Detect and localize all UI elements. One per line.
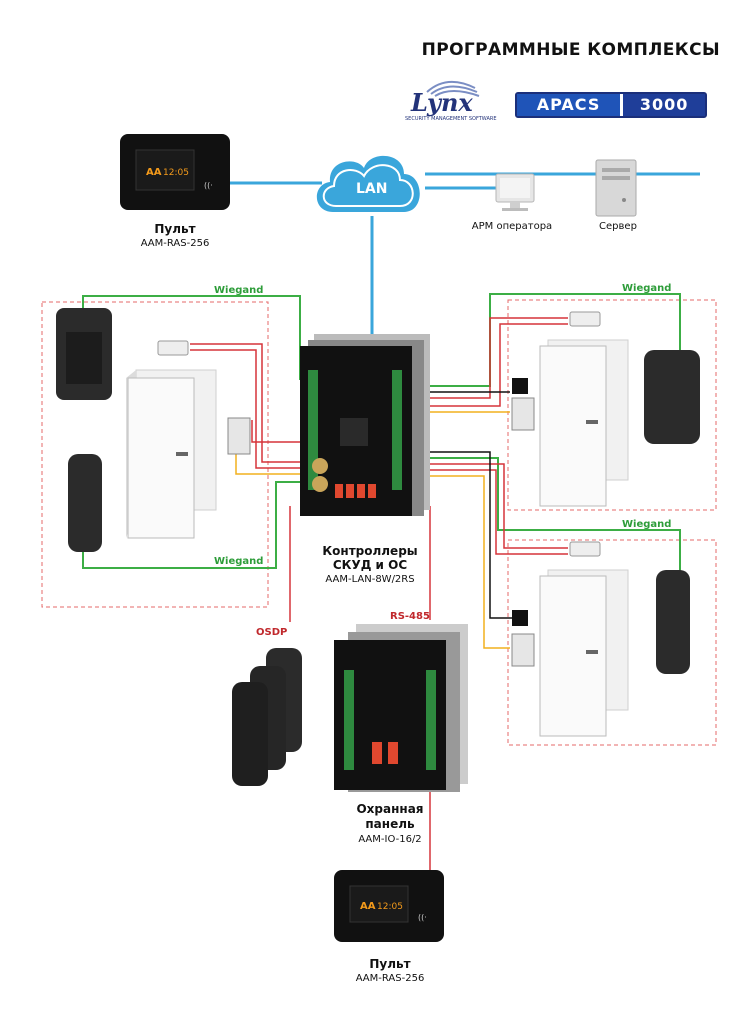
svg-text:AA: AA: [146, 167, 162, 178]
console-top-name: Пульт: [154, 222, 196, 236]
door-locks: [227, 397, 535, 667]
lynx-swirl-icon: [426, 81, 480, 97]
door-sensors: [157, 311, 601, 557]
door-right-top: [539, 339, 629, 507]
wiegand-label-top-left: Wiegand: [214, 285, 264, 296]
console-bottom-name: Пульт: [369, 957, 411, 971]
door-right-bottom: [539, 569, 629, 737]
workstation-icon: [495, 173, 535, 211]
svg-text:AA: AA: [360, 901, 376, 912]
security-panel-board-stack: [334, 624, 468, 792]
left-door-zone: [41, 301, 269, 608]
console-top-time: 12:05: [163, 168, 189, 178]
wiegand-lines-left: [82, 295, 301, 569]
controller-board-stack: [300, 334, 430, 516]
apacs-logo-left: APACS: [517, 94, 621, 116]
lan-label: LAN: [356, 181, 388, 197]
reader-right-top: [644, 350, 700, 444]
workstation-label: АРМ оператора: [471, 221, 553, 232]
svg-text:((·: ((·: [418, 913, 427, 922]
readers-osdp: [232, 648, 302, 786]
wiegand-label-bottom-left: Wiegand: [214, 556, 264, 567]
security-panel-name-line2: панель: [365, 817, 415, 831]
lynx-logo: Lynx SECURITY MANAGEMENT SOFTWARE: [405, 78, 497, 124]
controller-name-line1: Контроллеры: [322, 544, 418, 558]
security-panel-model: AAM-IO-16/2: [358, 834, 422, 845]
apacs-logo-right: 3000: [623, 94, 705, 116]
controller-model: AAM-LAN-8W/2RS: [325, 574, 415, 585]
server-icon: [595, 159, 637, 217]
console-top-device: AA 12:05 ((·: [120, 134, 230, 210]
console-bottom-time: 12:05: [377, 902, 403, 912]
reader-right-bottom: [656, 570, 690, 674]
osdp-label: OSDP: [256, 627, 288, 638]
lan-cloud-icon: [316, 155, 420, 212]
controller-name-line2: СКУД и ОС: [332, 558, 408, 572]
reader-keypad-left: [56, 308, 112, 400]
lynx-logo-subtext: SECURITY MANAGEMENT SOFTWARE: [405, 116, 497, 122]
wiegand-label-top-right: Wiegand: [622, 283, 672, 294]
right-door-zone-bottom: [507, 539, 717, 746]
apacs-logo: APACS 3000: [515, 92, 707, 118]
rs485-label: RS-485: [390, 611, 430, 622]
console-top-model: AAM-RAS-256: [140, 238, 210, 249]
lynx-logo-text: Lynx: [411, 88, 473, 117]
svg-text:((·: ((·: [204, 181, 213, 190]
console-bottom-model: AAM-RAS-256: [355, 973, 425, 984]
security-panel-name-line1: Охранная: [356, 802, 424, 816]
door-left: [126, 369, 217, 539]
console-bottom-device: AA 12:05 ((·: [334, 870, 444, 942]
right-door-zone-top: [507, 299, 717, 511]
red-lines-right: [289, 317, 568, 872]
reader-slim-left: [68, 454, 102, 552]
server-label: Сервер: [599, 221, 637, 232]
lan-lines: [230, 172, 700, 340]
page-title: ПРОГРАММНЫЕ КОМПЛЕКСЫ: [421, 40, 720, 60]
red-lines-left: [190, 343, 300, 469]
exit-buttons: [512, 378, 528, 626]
yellow-line-left: [235, 448, 300, 475]
wiegand-lines-right: [408, 293, 681, 572]
wiegand-label-mid-right: Wiegand: [622, 519, 672, 530]
